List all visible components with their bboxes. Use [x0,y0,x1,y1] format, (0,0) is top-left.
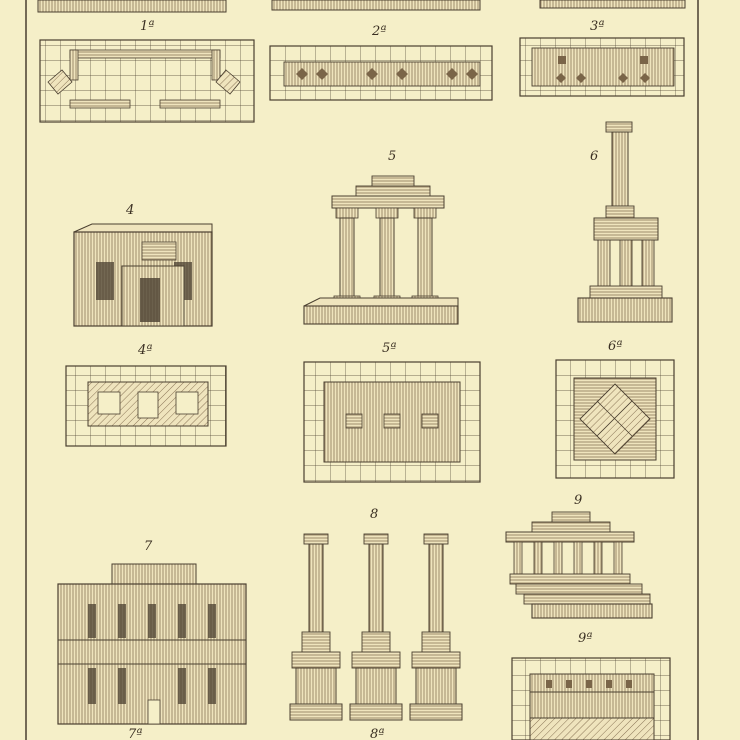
figure-label-8a: 8ª [370,727,384,740]
figure-label-2a: 2ª [371,24,386,39]
figure-label-6: 6 [590,149,598,164]
figure-label-5: 5 [388,149,396,164]
figure-label-7: 7 [144,539,153,554]
column-middle [349,533,403,721]
plan-4a [65,365,227,447]
column-left [289,533,343,721]
plan-5a [303,361,481,483]
figure-label-7a: 7ª [128,727,142,740]
figure-4-house [73,223,213,327]
figure-label-5a: 5ª [382,341,396,356]
plan-9a [511,657,671,740]
column-right [409,533,463,721]
figure-9-stepped-temple [505,511,653,619]
figure-label-9: 9 [574,493,582,508]
figure-label-4a: 4ª [137,343,152,358]
figure-label-6a: 6ª [608,339,622,354]
figure-7-building [57,563,247,725]
figure-label-1a: 1ª [140,19,154,34]
top-cropped-structures [37,0,686,13]
figure-5-temple [303,175,459,325]
plan-1a [39,39,255,123]
figure-label-3a: 3ª [590,19,604,34]
plan-2a [269,45,493,101]
figure-label-4: 4 [125,203,134,218]
figure-label-9a: 9ª [578,631,592,646]
plan-6a [555,359,675,479]
figure-label-8: 8 [370,507,378,522]
figure-6-tower [577,121,673,323]
plan-3a [519,37,685,97]
figure-8-columns [289,533,463,721]
